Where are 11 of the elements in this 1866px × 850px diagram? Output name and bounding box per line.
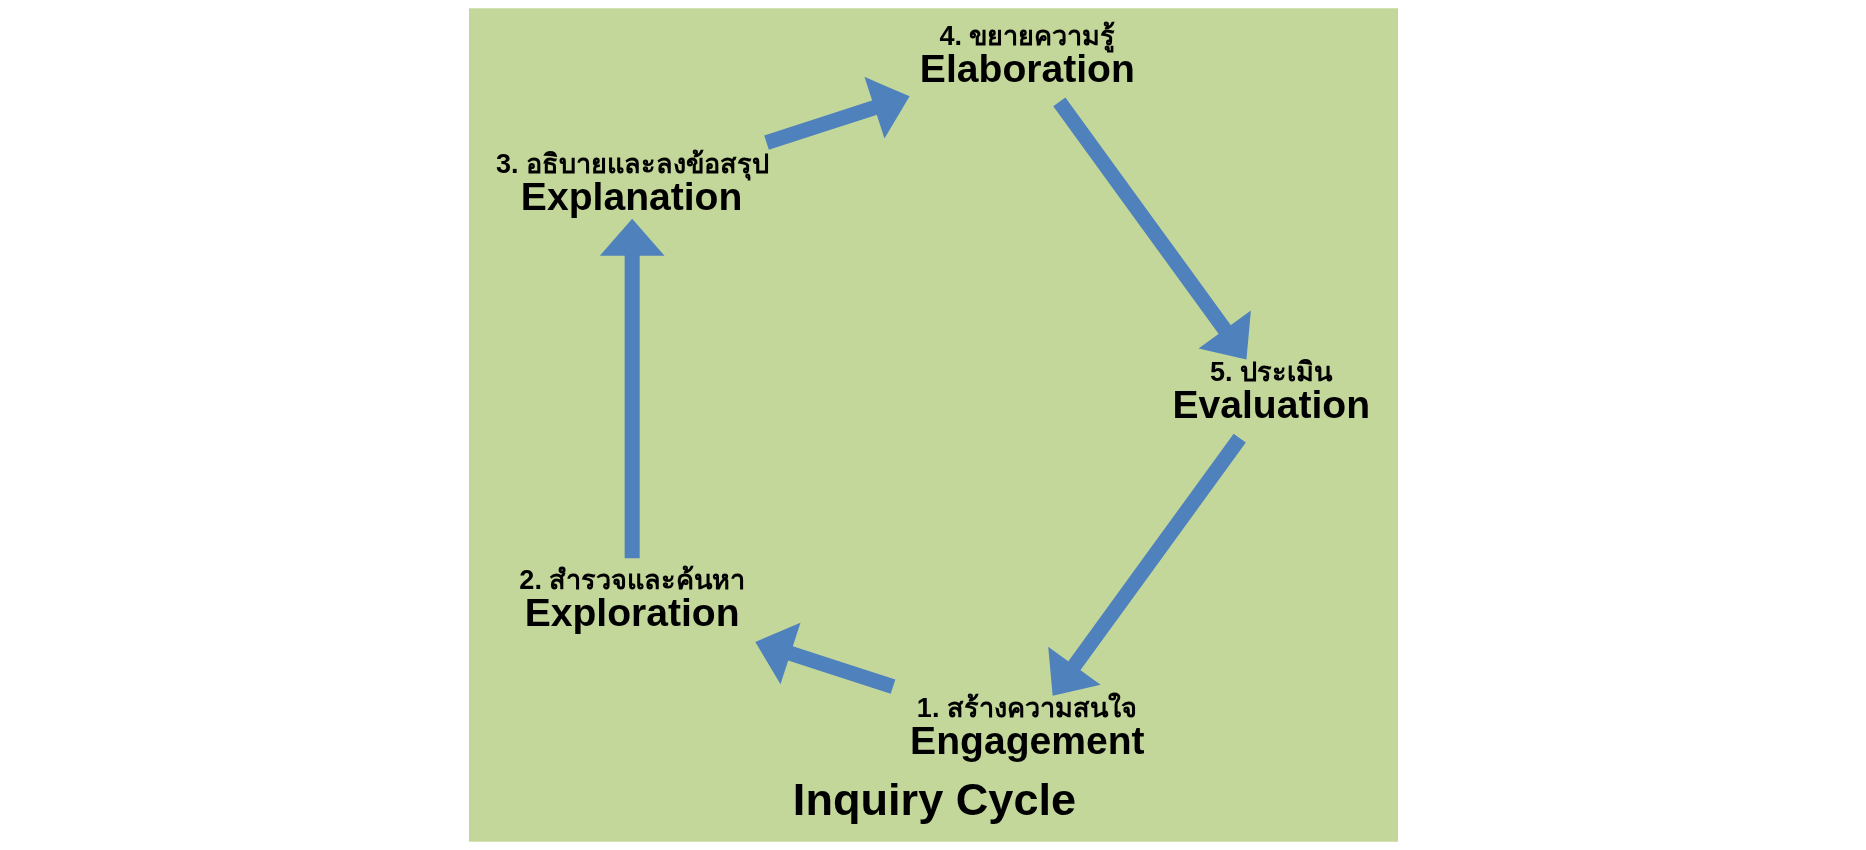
node-text: 5. ประเมิน Evaluation xyxy=(1171,357,1370,426)
arrow xyxy=(754,622,895,694)
arrow xyxy=(1047,433,1246,696)
arrow xyxy=(1052,97,1251,360)
arrow xyxy=(763,76,910,150)
node-text: 3. อธิบายและลงข้อสรุป Explanation xyxy=(495,149,769,219)
node-text: 1. สร้างความสนใจ Engagement xyxy=(909,693,1145,763)
diagram-title: Inquiry Cycle xyxy=(792,773,1076,825)
arrow xyxy=(599,218,665,559)
node-text: 4. ขยายความรู้ Elaboration xyxy=(919,21,1135,90)
node-text: 2. สำรวจและค้นหา Exploration xyxy=(518,565,745,634)
